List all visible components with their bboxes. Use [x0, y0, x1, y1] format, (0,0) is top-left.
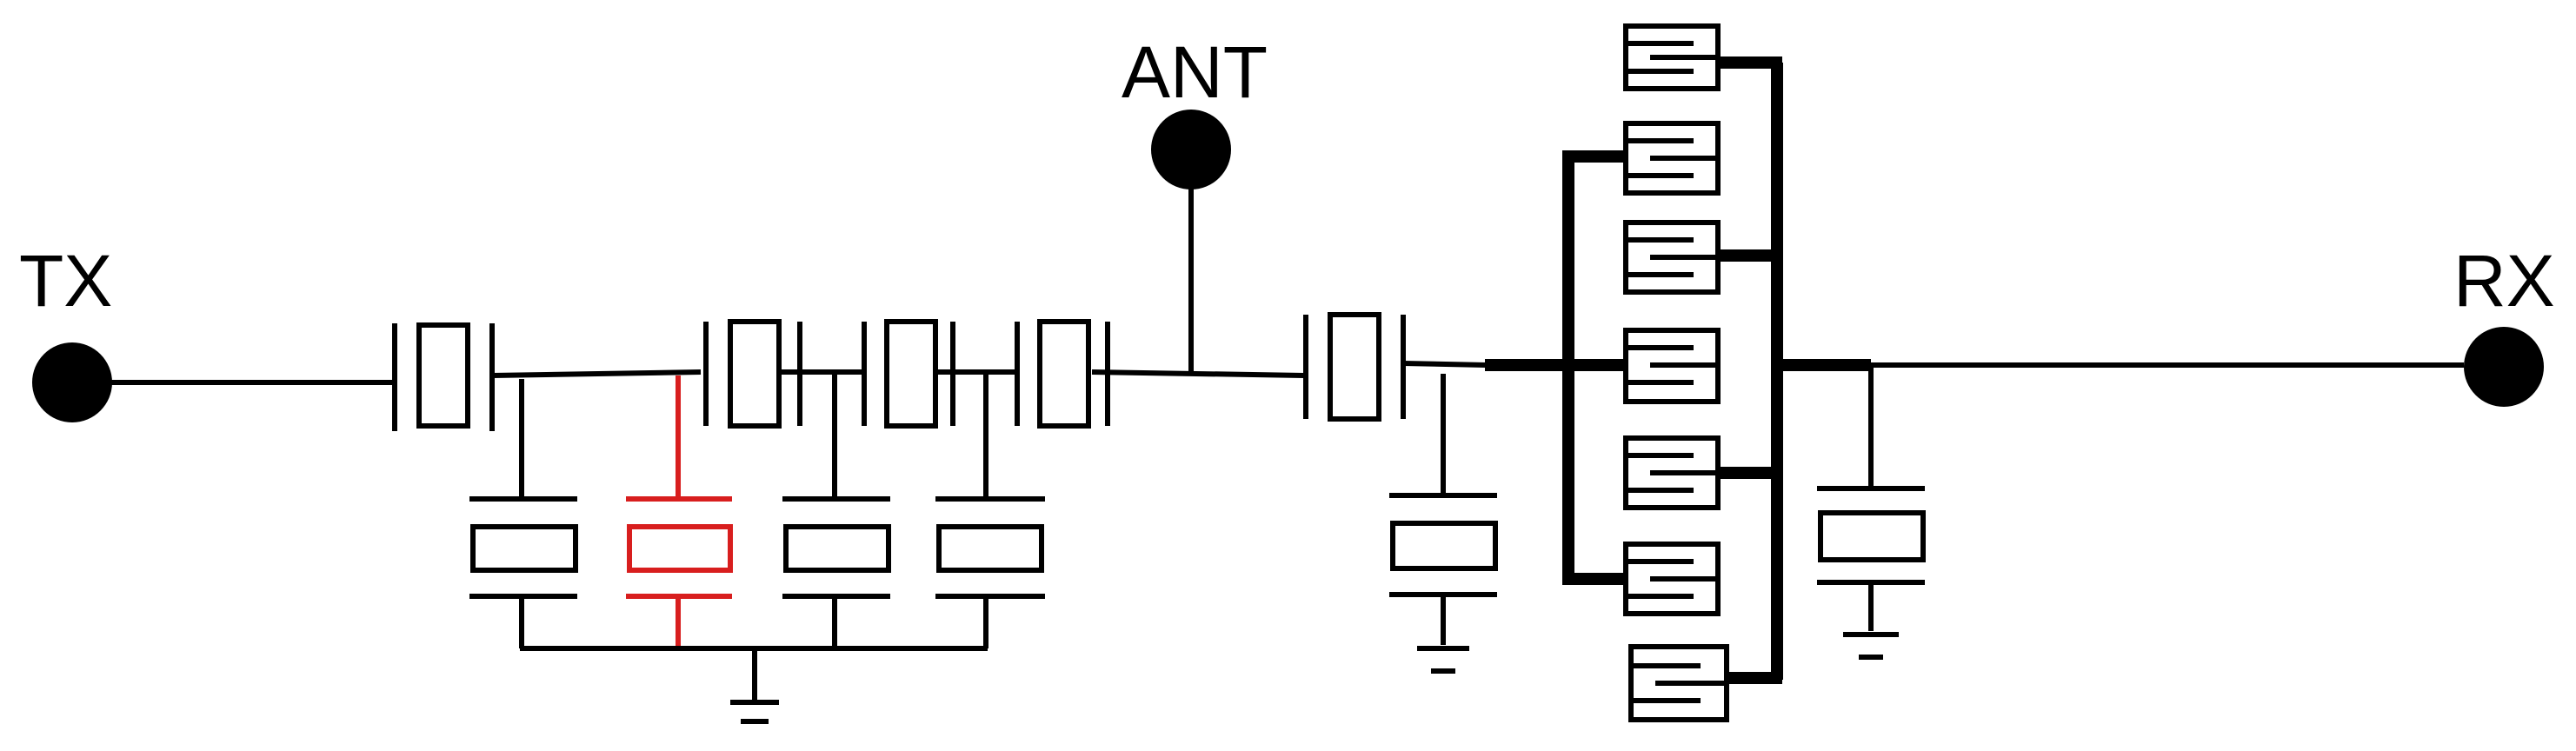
series-resonator — [392, 322, 495, 431]
saw-idt — [1623, 542, 1721, 616]
ground-symbol — [730, 648, 779, 724]
tx-filter — [72, 319, 1305, 724]
shunt-resonator — [935, 372, 1045, 648]
saw-idt — [1623, 121, 1721, 196]
series-resonator — [862, 319, 955, 429]
saw-idt — [1623, 328, 1721, 404]
series-resonator — [1303, 312, 1406, 422]
shunt-resonator — [469, 379, 578, 648]
shunt-resonator — [1389, 374, 1498, 674]
rx-filter — [1303, 23, 2464, 722]
shunt-resonator-highlighted — [626, 376, 733, 648]
saw-idt — [1628, 644, 1729, 722]
saw-idt — [1623, 435, 1721, 510]
tx-label: TX — [19, 240, 112, 322]
rx-terminal — [2464, 327, 2544, 407]
series-resonator — [703, 319, 802, 429]
saw-idt — [1623, 220, 1721, 295]
rx-label: RX — [2453, 240, 2555, 322]
saw-idt — [1623, 23, 1721, 91]
ant-label: ANT — [1122, 31, 1268, 113]
shunt-resonator — [782, 372, 891, 648]
shunt-resonator — [1817, 365, 1926, 660]
